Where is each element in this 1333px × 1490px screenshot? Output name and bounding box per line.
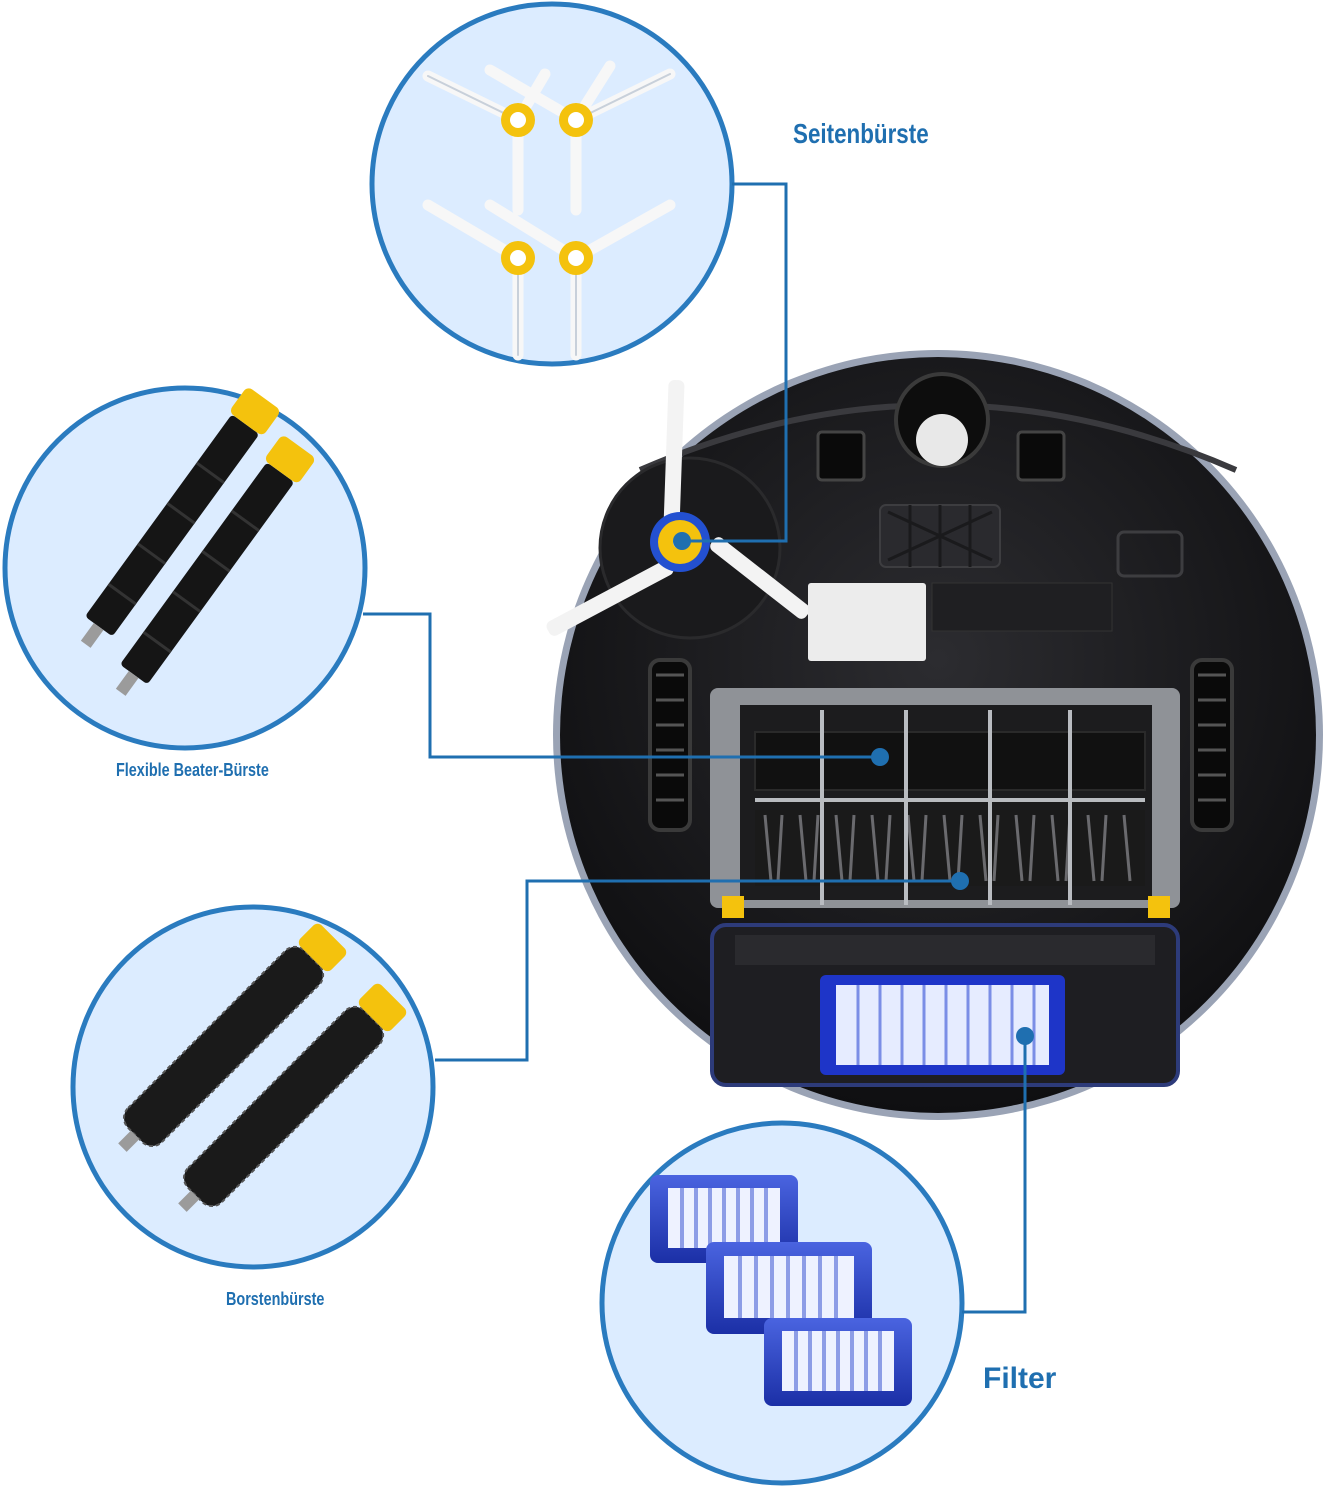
bristle-brush-parts [118, 923, 407, 1212]
robot-side-brush [546, 379, 810, 640]
connector-lines [363, 182, 1027, 1314]
beater-brush-label: Flexible Beater-Bürste [116, 760, 269, 780]
bristle-brush-label: Borstenbürste [226, 1289, 325, 1309]
product-sticker [808, 583, 926, 661]
filter-3 [764, 1318, 912, 1406]
robot-wheels [648, 658, 1234, 832]
connector-bristle-brush [435, 879, 960, 1062]
connector-dots [673, 532, 1034, 1045]
bristle-brush-callout [70, 904, 436, 1270]
beater-brush-parts [80, 388, 315, 696]
side-brush-parts [422, 60, 676, 361]
robot-underside [546, 350, 1323, 1120]
side-brush-callout [369, 1, 735, 367]
robot-dust-bin [710, 923, 1180, 1087]
side-brush-label: Seitenbürste [793, 118, 929, 149]
connector-side-brush [682, 182, 788, 543]
filter-label: Filter [983, 1362, 1057, 1395]
filter-2 [706, 1242, 872, 1334]
connector-beater-brush [363, 612, 880, 759]
connector-filter [962, 1036, 1027, 1314]
cleaning-head [710, 688, 1180, 918]
filter-parts [650, 1175, 912, 1406]
filter-1 [650, 1175, 798, 1263]
beater-brush-callout [2, 385, 368, 751]
robot-top-details [816, 372, 1184, 578]
filter-callout [599, 1120, 965, 1486]
